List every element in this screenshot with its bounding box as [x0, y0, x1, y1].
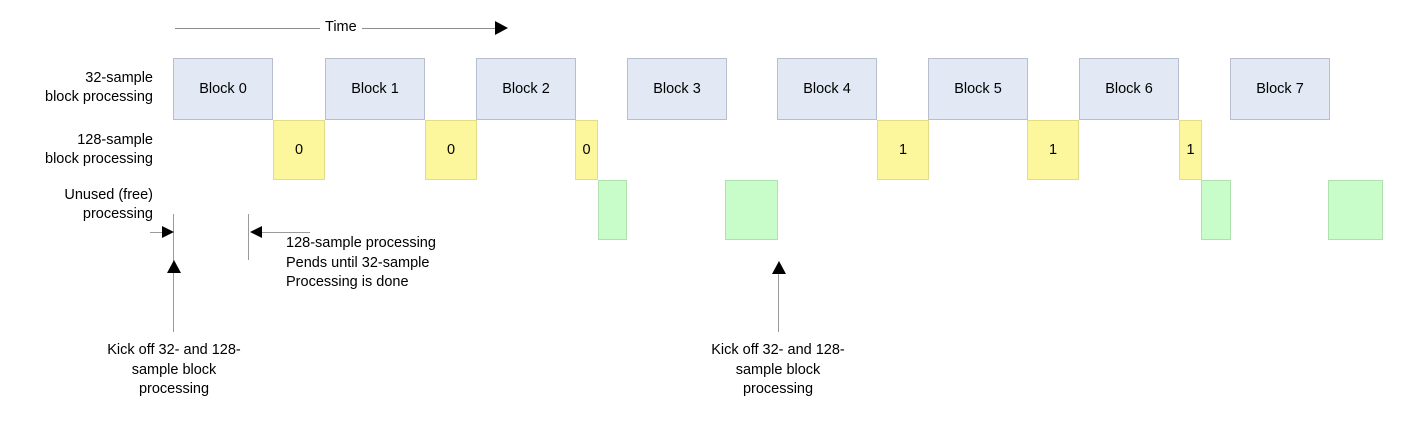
- block-unused-1[interactable]: [725, 180, 778, 240]
- row-label-32-sample: 32-sample block processing: [45, 70, 153, 105]
- block-128-sample-1[interactable]: 0: [425, 120, 477, 180]
- block-unused-2[interactable]: [1201, 180, 1231, 240]
- kickoff-leader-line-1: [173, 214, 174, 332]
- block-32-sample-0[interactable]: Block 0: [173, 58, 273, 120]
- annotation-kickoff-note-2: Kick off 32- and 128- sample block proce…: [711, 342, 845, 397]
- block-32-sample-6[interactable]: Block 6: [1079, 58, 1179, 120]
- block-128-sample-5[interactable]: 1: [1179, 120, 1202, 180]
- pend-note-leader-hline: [262, 232, 310, 233]
- block-32-sample-3[interactable]: Block 3: [627, 58, 727, 120]
- block-128-sample-4[interactable]: 1: [1027, 120, 1079, 180]
- time-arrow-icon: [495, 21, 508, 35]
- dimension-tick-left: [150, 232, 166, 233]
- time-axis-label: Time: [320, 19, 362, 36]
- row-label-128-sample: 128-sample block processing: [45, 132, 153, 167]
- block-32-sample-2[interactable]: Block 2: [476, 58, 576, 120]
- row-label-unused: Unused (free) processing: [64, 187, 153, 222]
- annotation-pend-note: 128-sample processing Pends until 32-sam…: [286, 235, 436, 290]
- kickoff-arrow-up-icon-1: [167, 260, 181, 273]
- block-unused-3[interactable]: [1328, 180, 1383, 240]
- dimension-arrow-right-icon: [162, 226, 174, 238]
- block-unused-0[interactable]: [598, 180, 627, 240]
- block-32-sample-7[interactable]: Block 7: [1230, 58, 1330, 120]
- block-32-sample-4[interactable]: Block 4: [777, 58, 877, 120]
- annotation-kickoff-note-1: Kick off 32- and 128- sample block proce…: [107, 342, 241, 397]
- block-128-sample-2[interactable]: 0: [575, 120, 598, 180]
- kickoff-leader-line-2: [778, 274, 779, 332]
- block-128-sample-0[interactable]: 0: [273, 120, 325, 180]
- block-32-sample-5[interactable]: Block 5: [928, 58, 1028, 120]
- kickoff-arrow-up-icon-2: [772, 261, 786, 274]
- pend-leader-line: [248, 214, 249, 260]
- dimension-arrow-left-icon: [250, 226, 262, 238]
- block-32-sample-1[interactable]: Block 1: [325, 58, 425, 120]
- block-128-sample-3[interactable]: 1: [877, 120, 929, 180]
